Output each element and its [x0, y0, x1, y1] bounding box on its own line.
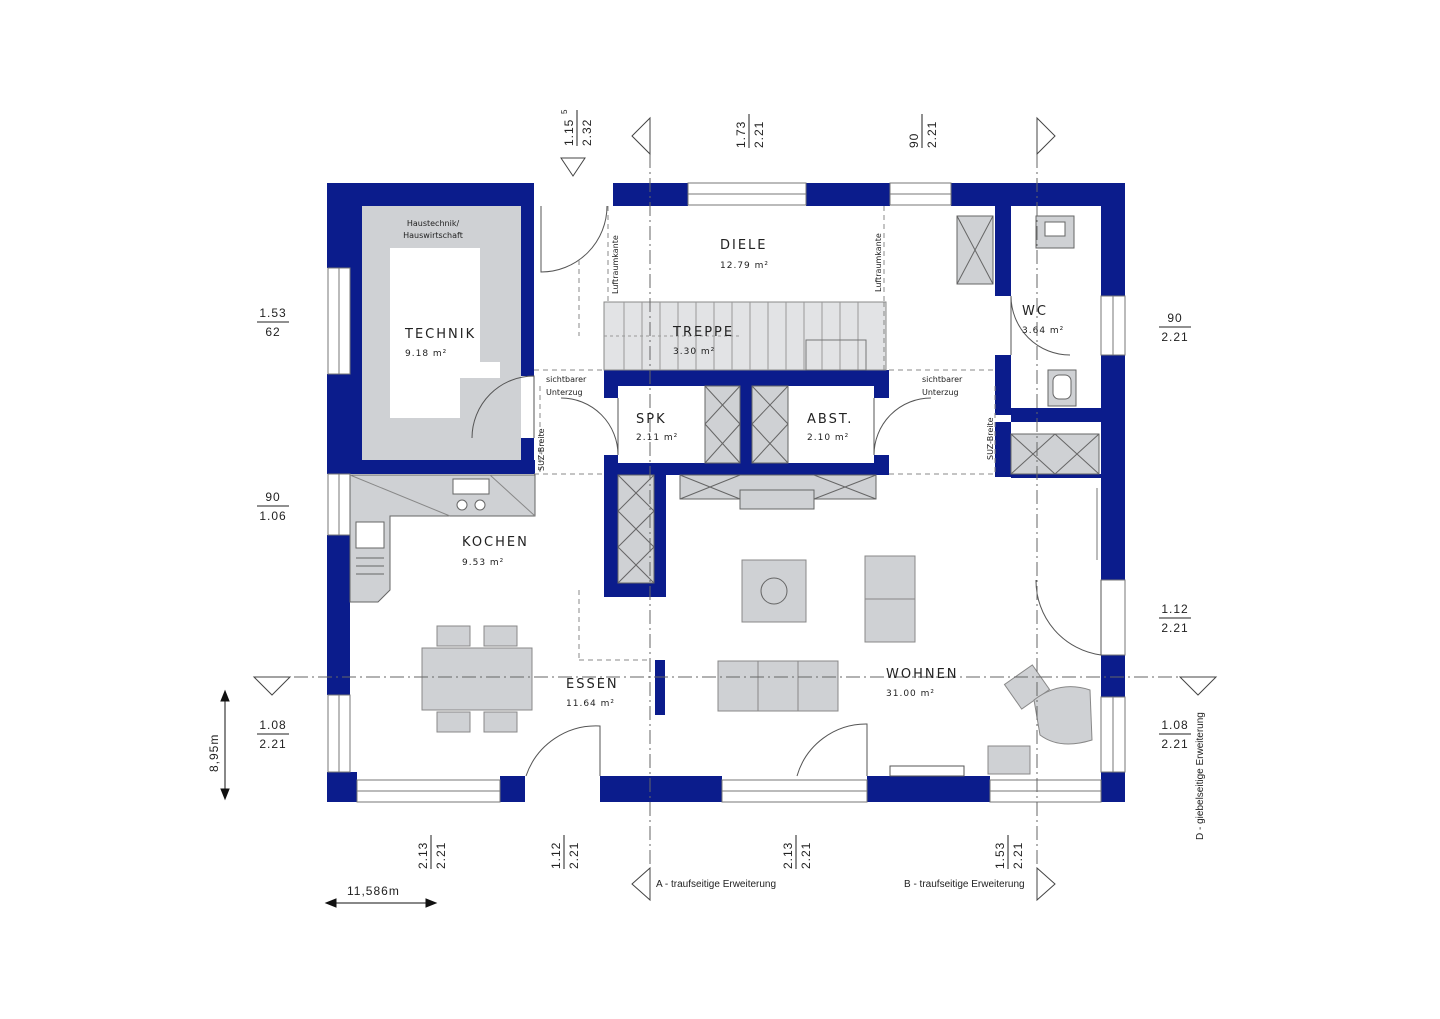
- svg-text:2.13: 2.13: [781, 842, 795, 869]
- svg-text:1.53: 1.53: [259, 306, 286, 320]
- room-name-abst: ABST.: [807, 412, 853, 427]
- room-area-wohnen: 31.00 m²: [886, 689, 935, 699]
- dining-table: [421, 625, 533, 733]
- doors: [471, 205, 1102, 777]
- svg-text:2.21: 2.21: [259, 737, 286, 751]
- section-markers: [252, 116, 1218, 902]
- svg-text:2.21: 2.21: [925, 121, 939, 148]
- svg-text:11,586m: 11,586m: [347, 884, 400, 898]
- svg-text:1.73: 1.73: [734, 121, 748, 148]
- svg-text:1.12: 1.12: [549, 842, 563, 869]
- room-area-technik: 9.18 m²: [405, 349, 447, 359]
- section-b-label: B - traufseitige Erweiterung: [904, 879, 1025, 890]
- overall-dimension-arrows: [220, 689, 438, 908]
- svg-text:2.13: 2.13: [416, 842, 430, 869]
- svg-text:90: 90: [907, 133, 921, 148]
- svg-text:1.53: 1.53: [993, 842, 1007, 869]
- luftraumkante-right: Luftraumkante: [874, 233, 883, 292]
- room-name-essen: ESSEN: [566, 677, 619, 692]
- note-suz-left: SUZ-Breite: [537, 428, 546, 471]
- wc-fixtures: [1035, 215, 1077, 407]
- interior-walls: [350, 206, 1101, 715]
- section-d-label: D - giebelseitige Erweiterung: [1195, 712, 1206, 840]
- luftraumkante-left: Luftraumkante: [611, 235, 620, 294]
- windows: [327, 182, 1126, 803]
- living-furniture: [717, 555, 1093, 777]
- room-name-wc: WC: [1022, 304, 1048, 319]
- room-area-diele: 12.79 m²: [720, 261, 769, 271]
- room-labels: Haustechnik/ Hauswirtschaft TECHNIK 9.18…: [403, 219, 1064, 709]
- svg-text:90: 90: [1167, 311, 1182, 325]
- section-lines: [270, 130, 1210, 890]
- svg-text:1.06: 1.06: [259, 509, 286, 523]
- kitchen-counter: [349, 474, 536, 603]
- section-a-label: A - traufseitige Erweiterung: [656, 879, 776, 890]
- note-sichtbarer-right: sichtbarer: [922, 375, 963, 384]
- cabinets: [617, 215, 1100, 584]
- room-area-treppe: 3.30 m²: [673, 347, 715, 357]
- room-name-kochen: KOCHEN: [462, 535, 529, 550]
- note-unterzug-left: Unterzug: [546, 388, 583, 397]
- svg-text:2.21: 2.21: [1011, 842, 1025, 869]
- note-unterzug-right: Unterzug: [922, 388, 959, 397]
- room-area-essen: 11.64 m²: [566, 699, 615, 709]
- room-name-spk: SPK: [636, 412, 667, 427]
- technik-sublabel-1: Haustechnik/: [407, 219, 460, 228]
- room-area-abst: 2.10 m²: [807, 433, 849, 443]
- room-name-technik: TECHNIK: [404, 327, 476, 342]
- room-name-diele: DIELE: [720, 238, 768, 253]
- plan-notes: Luftraumkante Luftraumkante sichtbarer U…: [537, 233, 995, 471]
- svg-text:2.21: 2.21: [567, 842, 581, 869]
- svg-text:2.21: 2.21: [752, 121, 766, 148]
- room-area-spk: 2.11 m²: [636, 433, 678, 443]
- svg-text:5: 5: [560, 109, 569, 114]
- svg-text:2.21: 2.21: [434, 842, 448, 869]
- note-suz-right: SUZ-Breite: [986, 417, 995, 460]
- technik-sublabel-2: Hauswirtschaft: [403, 231, 463, 240]
- svg-text:2.21: 2.21: [1161, 621, 1188, 635]
- svg-text:1.08: 1.08: [259, 718, 286, 732]
- svg-text:1.15: 1.15: [562, 119, 576, 146]
- room-area-kochen: 9.53 m²: [462, 558, 504, 568]
- room-name-treppe: TREPPE: [672, 325, 734, 340]
- room-name-wohnen: WOHNEN: [886, 667, 959, 682]
- svg-text:1.08: 1.08: [1161, 718, 1188, 732]
- svg-text:8,95m: 8,95m: [207, 734, 221, 772]
- svg-text:1.12: 1.12: [1161, 602, 1188, 616]
- svg-text:2.21: 2.21: [1161, 737, 1188, 751]
- dashed-guides: [534, 206, 996, 661]
- dimension-labels: 1.15 5 2.32 1.73 2.21 90 2.21 1.53 62 90…: [207, 109, 1191, 898]
- svg-text:2.32: 2.32: [580, 119, 594, 146]
- svg-text:62: 62: [265, 325, 280, 339]
- svg-text:2.21: 2.21: [799, 842, 813, 869]
- technik-utility-area: [362, 206, 521, 460]
- room-area-wc: 3.64 m²: [1022, 326, 1064, 336]
- svg-text:90: 90: [265, 490, 280, 504]
- svg-text:2.21: 2.21: [1161, 330, 1188, 344]
- note-sichtbarer-left: sichtbarer: [546, 375, 587, 384]
- staircase: [603, 301, 887, 371]
- exterior-walls: [327, 183, 1125, 802]
